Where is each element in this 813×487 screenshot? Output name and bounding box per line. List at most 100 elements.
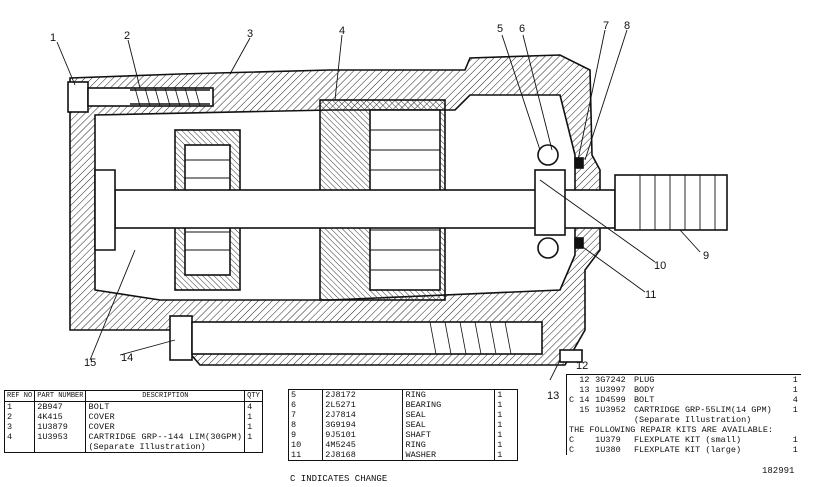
change-marker: C: [569, 445, 575, 455]
qty-cell: 1: [494, 410, 518, 420]
kit-desc: FLEXPLATE KIT: [633, 435, 701, 445]
qty-cell: 1: [792, 445, 798, 455]
table-row: 13 1U3997 BODY 1: [567, 385, 802, 395]
callout-5: 5: [497, 23, 504, 35]
table-row: 2 4K415 COVER 1: [4, 412, 263, 422]
desc-cell: SHAFT: [402, 430, 496, 440]
ref-cell: 12: [579, 375, 590, 385]
parts-table-1: REF NO PART NUMBER DESCRIPTION QTY 1 2B9…: [4, 390, 263, 453]
empty-cell: [567, 415, 578, 425]
qty-cell: 1: [792, 435, 798, 445]
qty-cell: 1: [494, 420, 518, 430]
desc-cell: BEARING: [402, 400, 496, 410]
ref-cell: 13: [579, 385, 590, 395]
qty-cell: 1: [494, 400, 518, 410]
desc-cell: COVER: [85, 422, 246, 432]
callout-9: 9: [703, 250, 710, 262]
empty-cell: [593, 415, 632, 425]
empty-cell: [4, 442, 36, 453]
callout-3: 3: [247, 28, 254, 40]
callout-12: 12: [576, 360, 589, 372]
bolt-head-top: [67, 81, 89, 113]
ref-cell: 15: [579, 405, 590, 415]
qty-cell: 4: [244, 401, 263, 412]
ref-cell: 6: [288, 400, 324, 410]
kit-desc: FLEXPLATE KIT: [633, 445, 701, 455]
header-part: PART NUMBER: [34, 390, 87, 402]
table-row: (Separate Illustration): [4, 442, 263, 453]
ref-cell: 3: [4, 422, 36, 432]
part-cell: 2J8172: [322, 389, 404, 400]
kit-size-note: (large): [705, 445, 742, 455]
separate-illustration-note: (Separate Illustration): [85, 442, 246, 453]
part-cell: 1U379: [595, 435, 621, 445]
part-cell: 2L5271: [322, 400, 404, 410]
ref-cell: 7: [288, 410, 324, 420]
ref-cell: 1: [4, 401, 36, 412]
part-cell: 4K415: [34, 412, 87, 422]
callout-14: 14: [121, 352, 134, 364]
desc-cell: SEAL: [402, 420, 496, 430]
qty-cell: 1: [494, 450, 518, 461]
part-cell: 3G7242: [595, 375, 626, 385]
qty-cell: 1: [792, 385, 798, 395]
desc-cell: COVER: [85, 412, 246, 422]
callout-2: 2: [124, 30, 131, 42]
desc-cell: RING: [402, 389, 496, 400]
callout-8: 8: [624, 20, 631, 32]
part-cell: 2B947: [34, 401, 87, 412]
ref-cell: 4: [4, 432, 36, 442]
part-cell: 1U3952: [595, 405, 626, 415]
ref-cell: 9: [288, 430, 324, 440]
qty-cell: 1: [792, 375, 798, 385]
callout-7: 7: [603, 20, 610, 32]
part-cell: 4M5245: [322, 440, 404, 450]
desc-cell: BODY: [633, 385, 655, 395]
header-ref: REF NO: [4, 390, 36, 402]
change-marker: [567, 375, 578, 386]
table-row: 1 2B947 BOLT 4: [4, 401, 263, 412]
part-cell: 2J7814: [322, 410, 404, 420]
part-cell: 1U3997: [595, 385, 626, 395]
empty-cell: [577, 445, 593, 455]
part-cell: 3G9194: [322, 420, 404, 430]
callout-15: 15: [84, 357, 97, 369]
spline-shaft-end: [614, 174, 728, 231]
qty-cell: 1: [792, 405, 798, 415]
bearing-ball-bottom: [537, 237, 559, 259]
change-marker: C: [569, 395, 575, 405]
part-cell: 1D4599: [595, 395, 626, 405]
callout-6: 6: [519, 23, 526, 35]
callout-11: 11: [645, 289, 657, 301]
header-qty: QTY: [244, 390, 263, 402]
header-desc: DESCRIPTION: [85, 390, 246, 402]
desc-cell: BOLT: [85, 401, 246, 412]
separate-illustration-note: (Separate Illustration): [633, 415, 752, 425]
bolt-head-bottom: [169, 315, 193, 361]
qty-cell: 4: [792, 395, 798, 405]
repair-kits-heading: THE FOLLOWING REPAIR KITS ARE AVAILABLE:: [569, 425, 774, 435]
desc-cell: CARTRIDGE GRP--144 LIM(30GPM): [85, 432, 246, 442]
desc-cell: SEAL: [402, 410, 496, 420]
qty-cell: 1: [494, 389, 518, 400]
change-marker: C: [569, 435, 575, 445]
part-cell: 1U3953: [34, 432, 87, 442]
qty-cell: 1: [244, 432, 263, 442]
empty-cell: [577, 435, 593, 445]
table-row: 4 1U3953 CARTRIDGE GRP--144 LIM(30GPM) 1: [4, 432, 263, 442]
table-row: THE FOLLOWING REPAIR KITS ARE AVAILABLE:: [567, 425, 802, 435]
bearing-ball-top: [537, 144, 559, 166]
table-row: 12 3G7242 PLUG 1: [567, 375, 802, 386]
desc-cell: PLUG: [633, 375, 655, 385]
desc-cell: FLEXPLATE KIT (large): [632, 445, 791, 455]
plug: [559, 349, 583, 363]
qty-cell: 1: [244, 412, 263, 422]
ref-cell: 14: [579, 395, 590, 405]
